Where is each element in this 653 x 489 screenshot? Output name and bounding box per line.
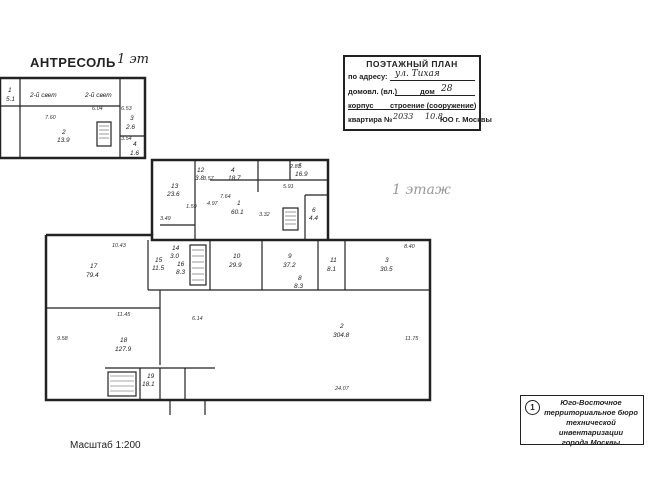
room-12-area: 3.8 [195, 175, 204, 182]
room-11-area: 8.1 [327, 266, 336, 273]
stamp-structure-label: строение (сооружение) [390, 101, 477, 110]
room-8-no: 8 [298, 275, 302, 282]
stamp-house-label: домовл. (вл.) [348, 87, 398, 96]
mezz-note-2: 2-й свет [84, 91, 112, 99]
mezz-room-1-area: 5.1 [6, 96, 15, 103]
mezz-dim-2: 6.04 [92, 106, 103, 112]
room-3-area: 30.5 [380, 266, 393, 273]
dim-4: 9.58 [57, 336, 69, 342]
dim-13: 4.97 [207, 201, 219, 207]
room-3-no: 3 [385, 257, 389, 264]
room-18-area: 127.9 [115, 346, 132, 353]
room-17-area: 79.4 [86, 272, 99, 279]
stamp-address-label: по адресу: [348, 72, 388, 81]
room-9-no: 9 [288, 253, 292, 260]
bti-line-4: города Москвы [561, 438, 621, 447]
dim-15: 3.32 [259, 212, 270, 218]
room-4-area: 18.7 [228, 175, 241, 182]
room-9-area: 37.2 [283, 262, 296, 269]
room-16-no: 16 [177, 261, 185, 268]
room-6-no: 6 [312, 207, 316, 214]
dim-14: 1.59 [186, 204, 197, 210]
mezzanine-number: 1 эт [117, 52, 150, 67]
dim-9: 7.64 [220, 194, 231, 200]
room-14-area: 3.0 [170, 253, 179, 260]
room-1-area: 60.1 [231, 209, 244, 216]
mezz-note-1: 2-й свет [29, 91, 57, 99]
dim-12: 3.57 [203, 176, 215, 182]
mezz-dim-3: 6.53 [121, 106, 133, 112]
room-6-area: 4.4 [309, 215, 318, 222]
stamp-flat-value: 2033 [393, 112, 414, 121]
room-15-no: 15 [155, 257, 163, 264]
dim-2: 11.45 [117, 312, 131, 318]
bti-line-3: технической инвентаризации [558, 418, 624, 437]
room-10-no: 10 [233, 253, 241, 260]
room-8-area: 8.3 [294, 283, 303, 290]
dim-11: 2.87 [289, 164, 302, 170]
stamp-date-value: 10.8 [425, 112, 443, 121]
room-18-no: 18 [120, 337, 128, 344]
scale-label: Масштаб 1:200 [70, 440, 141, 451]
dim-1: 10.43 [112, 243, 127, 249]
room-13-no: 13 [171, 183, 179, 190]
dim-7: 8.40 [404, 244, 416, 250]
mezz-room-3-area: 2.6 [125, 124, 135, 131]
room-5-area: 16.9 [295, 171, 308, 178]
mezz-dim-1: 7.60 [45, 115, 57, 121]
room-1-no: 1 [237, 200, 241, 207]
bti-line-1: Юго-Восточное [560, 398, 622, 407]
mezz-room-2-no: 2 [61, 129, 66, 136]
stamp-house-no-label: дом [420, 87, 435, 96]
room-2-area: 304.8 [333, 332, 350, 339]
stamp-title: ПОЭТАЖНЫЙ ПЛАН [366, 59, 458, 69]
room-2-no: 2 [339, 323, 344, 330]
dim-8: 5.91 [283, 184, 294, 190]
stamp-house-no-value: 28 [441, 84, 453, 94]
dim-3: 6.14 [192, 316, 203, 322]
mezz-room-2-area: 13.9 [57, 137, 70, 144]
bti-line-2: территориальное бюро [544, 408, 638, 417]
mezz-room-4-no: 4 [133, 141, 137, 148]
main-floor-outline [44, 233, 432, 402]
stamp-city-label: ЮО г. Москвы [440, 115, 492, 124]
stamp-address-value: ул. Тихая [395, 69, 440, 79]
room-19-no: 19 [147, 373, 155, 380]
room-16-area: 8.3 [176, 269, 185, 276]
room-12-no: 12 [197, 167, 205, 174]
room-11-no: 11 [330, 257, 337, 264]
upper-wing-outline [150, 158, 330, 240]
floor-plan-stamp: ПОЭТАЖНЫЙ ПЛАН по адресу: ул. Тихая домо… [343, 55, 492, 131]
room-13-area: 23.6 [166, 191, 180, 198]
mezz-room-3-no: 3 [130, 115, 134, 122]
stamp-building-label: корпус [348, 101, 374, 110]
floor-label: 1 этаж [392, 182, 451, 198]
mezz-room-4-area: 1.6 [130, 150, 139, 157]
room-10-area: 29.9 [228, 262, 242, 269]
dim-10: 3.49 [160, 216, 171, 222]
stamp-flat-label: квартира № [348, 115, 393, 124]
mezzanine-title: АНТРЕСОЛЬ [30, 55, 116, 70]
dim-6: 24.07 [334, 386, 350, 392]
mezz-dim-4: 3.54 [121, 136, 132, 142]
room-4-no: 4 [231, 167, 235, 174]
mezz-room-1-no: 1 [8, 87, 12, 94]
bti-number-circle: 1 [525, 400, 540, 415]
room-17-no: 17 [90, 263, 98, 270]
dim-5: 11.75 [405, 336, 419, 342]
room-5-no: 5 [298, 163, 302, 170]
room-15-area: 11.5 [152, 265, 165, 272]
bti-stamp: 1 Юго-Восточное территориальное бюро тех… [520, 395, 644, 447]
mezzanine-outline [0, 76, 147, 160]
room-19-area: 18.1 [142, 381, 155, 388]
room-14-no: 14 [172, 245, 180, 252]
